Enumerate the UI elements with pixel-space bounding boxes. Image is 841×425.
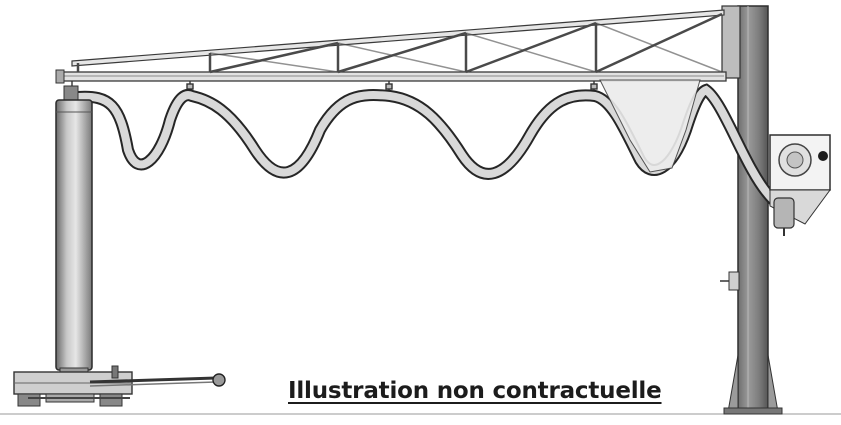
lifting-tube <box>55 85 93 389</box>
jib-truss <box>55 9 727 84</box>
hose-guide-panel <box>599 79 701 173</box>
gripper-head <box>13 365 226 407</box>
vacuum-hose <box>72 83 786 212</box>
disclaimer-caption: Illustration non contractuelle <box>288 378 662 404</box>
crane-mast <box>720 5 783 415</box>
vacuum-control-box <box>769 134 831 236</box>
hose-hangers <box>71 81 598 96</box>
